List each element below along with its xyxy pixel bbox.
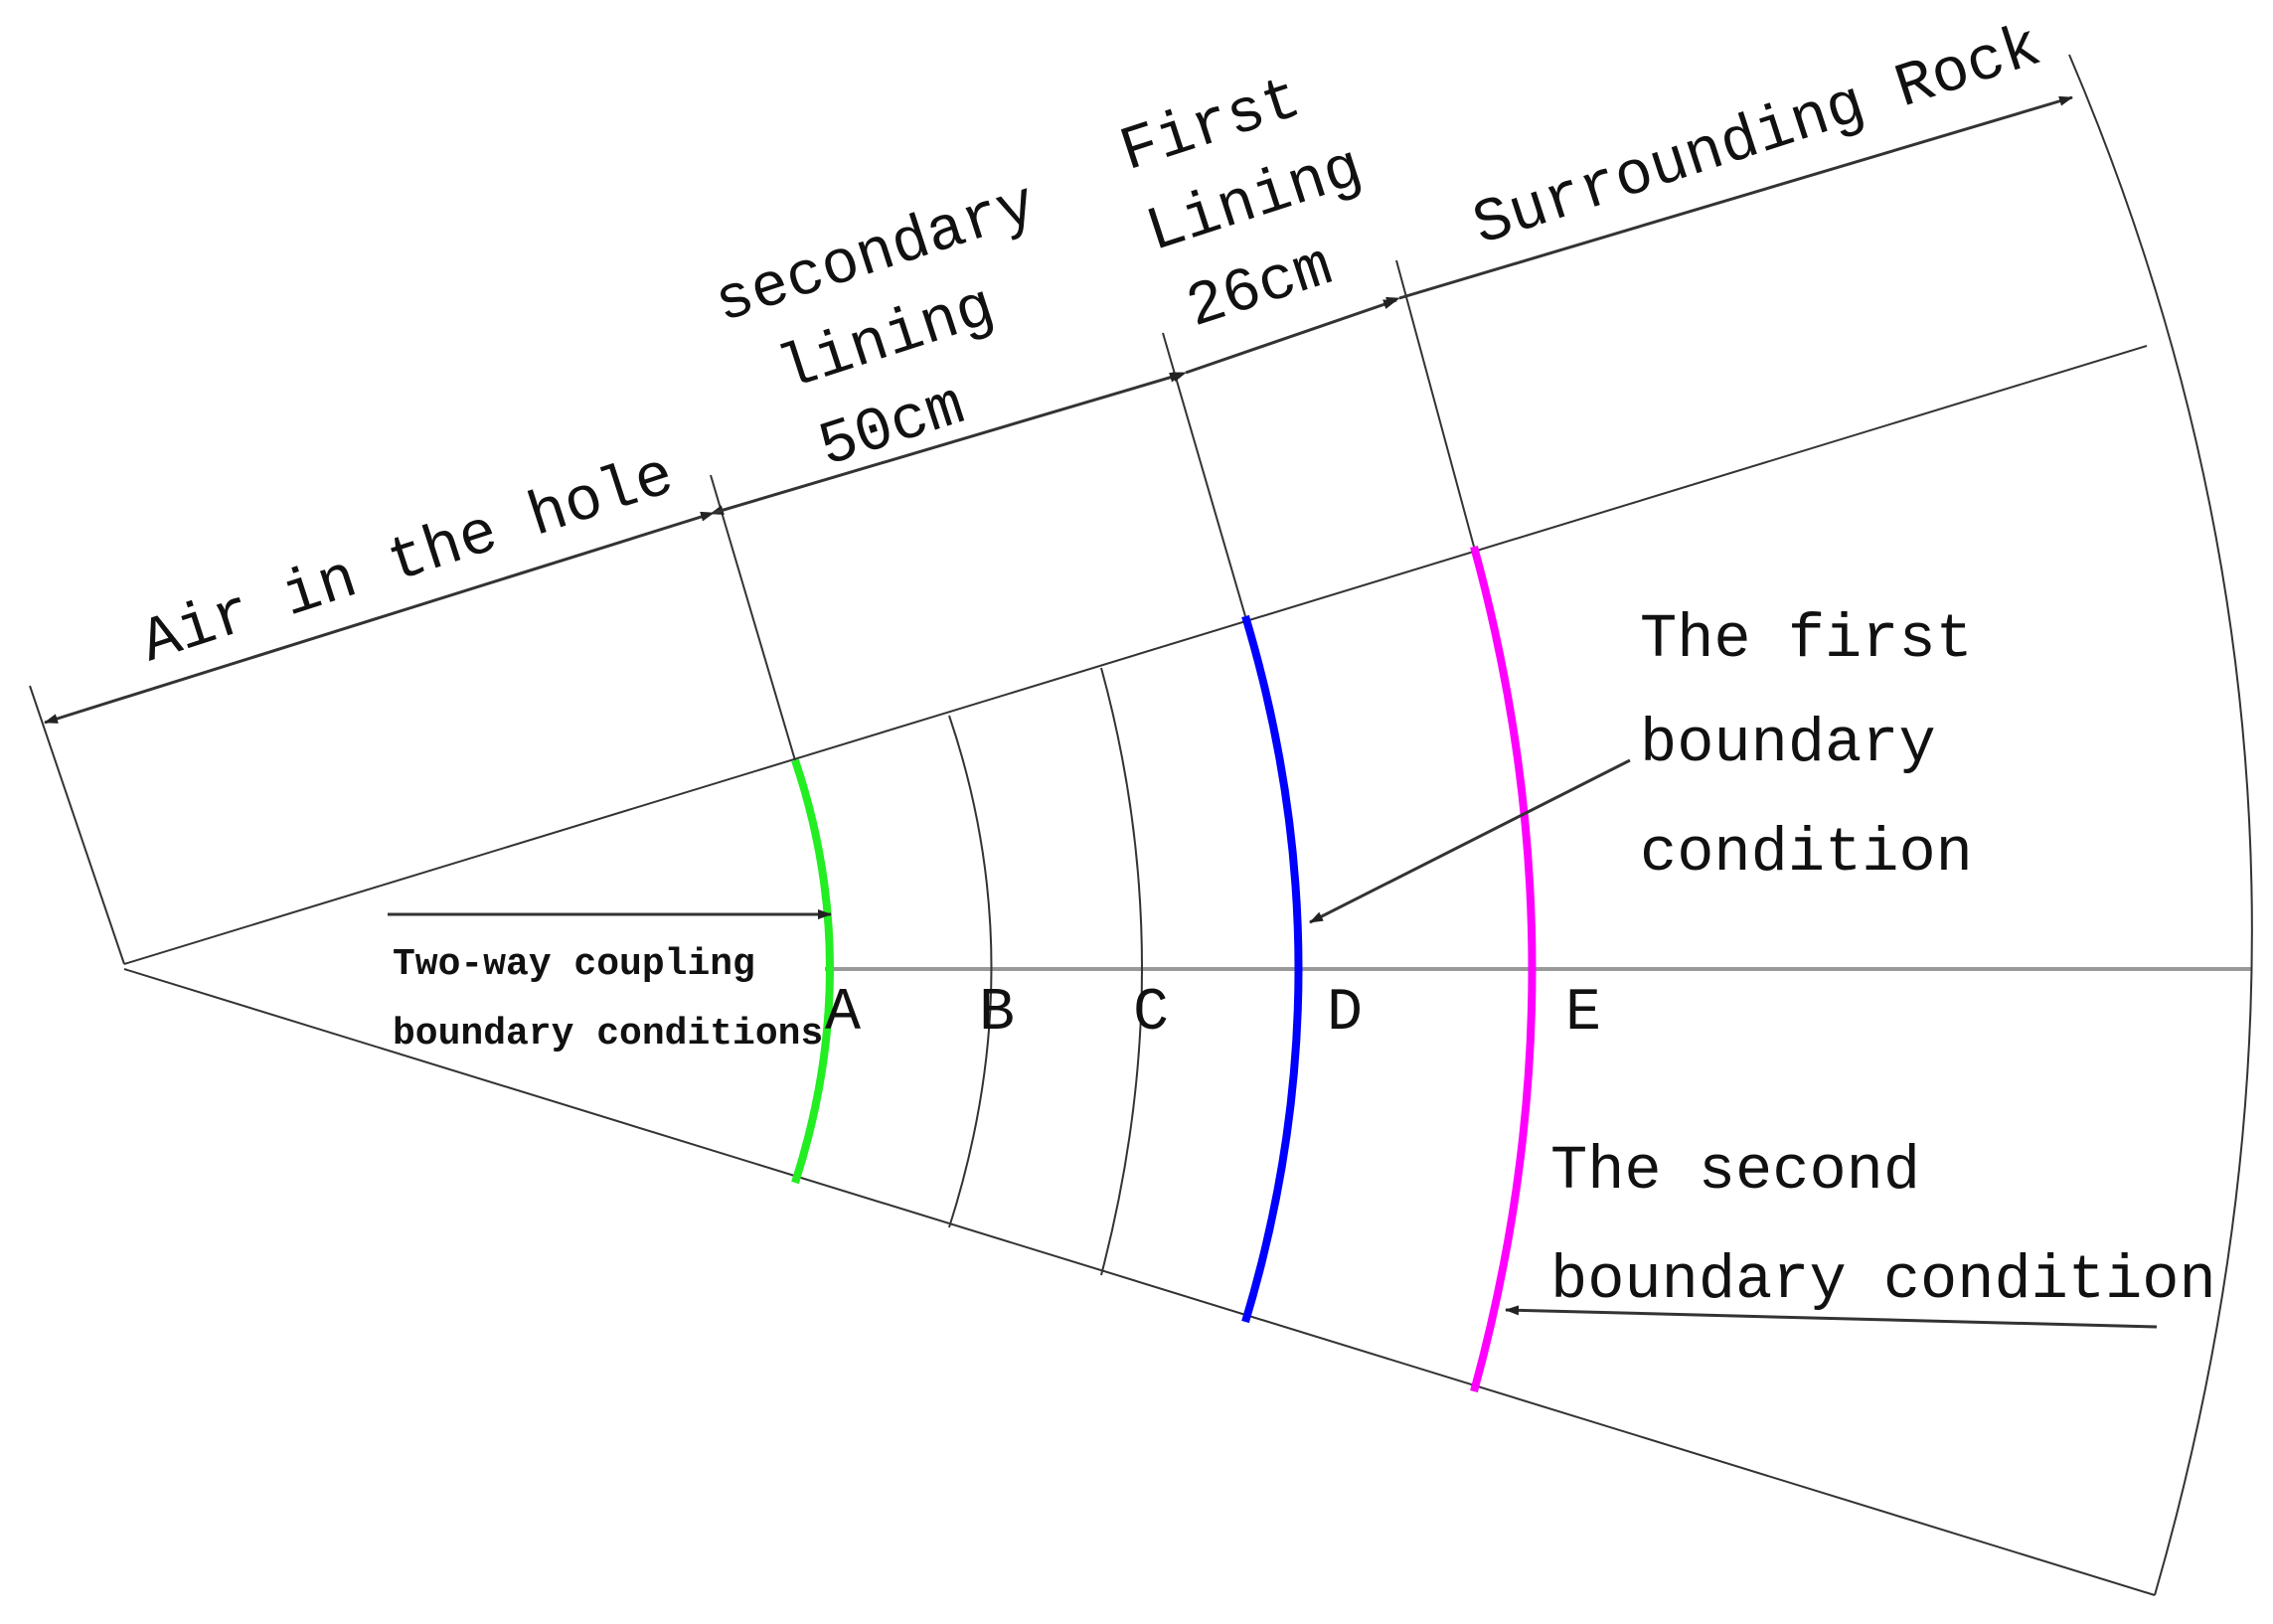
two-way-line-1: Two-way coupling: [393, 943, 755, 986]
origin-left-edge: [29, 685, 125, 965]
sector-lower-edge: [123, 968, 2156, 1596]
two-way-coupling-boundary-arc: [791, 758, 834, 1185]
second-boundary-line-1: The second: [1550, 1136, 1920, 1207]
first-boundary-line-1: The first: [1640, 604, 1973, 675]
arc-b: [948, 715, 993, 1228]
first-boundary-line-3: condition: [1640, 818, 1973, 889]
first-boundary-line-2: boundary: [1640, 709, 1936, 779]
outer-boundary-arc: [2068, 54, 2253, 1596]
leader-first-boundary: [1309, 758, 1631, 924]
ext-line-e: [1395, 259, 1475, 548]
first-lining-boundary-arc: [1241, 614, 1303, 1324]
label-surrounding-rock: Surrounding Rock: [1465, 12, 2049, 261]
point-c: C: [1133, 980, 1169, 1048]
dim-first: [1172, 298, 1397, 382]
ext-line-a: [710, 474, 796, 761]
arc-c: [1100, 667, 1143, 1276]
label-air: Air in the hole: [133, 440, 683, 679]
second-boundary-line-2: boundary condition: [1550, 1245, 2216, 1316]
point-a: A: [825, 980, 861, 1048]
rock-boundary-arc: [1470, 545, 1537, 1393]
point-b: B: [979, 980, 1015, 1048]
dim-secondary: [700, 372, 1184, 522]
leader-second-boundary: [1505, 1305, 2158, 1329]
sector-upper-edge: [123, 345, 2148, 965]
two-way-line-2: boundary conditions: [393, 1013, 823, 1056]
dim-air: [44, 505, 725, 725]
dim-rock: [1385, 95, 2073, 307]
point-e: E: [1565, 980, 1601, 1048]
point-d: D: [1327, 980, 1363, 1048]
